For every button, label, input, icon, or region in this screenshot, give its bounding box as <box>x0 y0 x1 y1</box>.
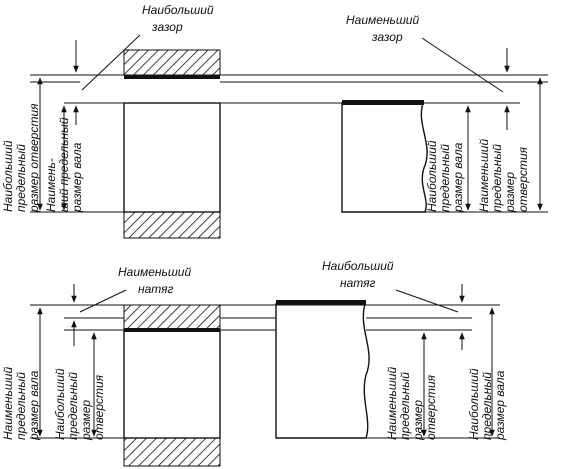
svg-text:предельный: предельный <box>66 372 80 440</box>
svg-text:предельный: предельный <box>438 144 452 212</box>
svg-text:предельный: предельный <box>14 372 28 440</box>
svg-text:размер вала: размер вала <box>27 370 41 441</box>
svg-text:Наибольший: Наибольший <box>1 140 15 212</box>
svg-text:предельный: предельный <box>398 372 412 440</box>
dim-hole-min-right: Наименьший предельный размер отверстия <box>477 139 530 213</box>
dim-shaft-min-left-2: Наименьший предельный размер вала <box>1 367 41 441</box>
svg-text:размер вала: размер вала <box>70 142 84 213</box>
dim-shaft-max-right-2: Наибольший предельный размер вала <box>467 368 507 441</box>
svg-text:отверстия: отверстия <box>424 374 438 440</box>
shaft-tolerance-band <box>342 100 424 105</box>
hole-wall-bottom-2 <box>123 437 221 467</box>
svg-text:Наимень-: Наимень- <box>44 158 58 212</box>
interference-fit: Наименьший натяг Наибольший натяг Наимен… <box>1 259 507 467</box>
clearance-fit: Наибольший зазор Наименьший зазор Наибол… <box>1 3 548 239</box>
svg-text:Наименьший: Наименьший <box>385 367 399 440</box>
label-largest-interference: Наибольший натяг <box>322 259 397 290</box>
svg-text:размер вала: размер вала <box>493 370 507 441</box>
svg-text:предельный: предельный <box>14 144 28 212</box>
svg-text:размер: размер <box>411 400 425 441</box>
svg-text:предельный: предельный <box>480 372 494 440</box>
shaft-band-2 <box>276 300 366 305</box>
label-smallest-interference: Наименьший натяг <box>118 265 194 296</box>
svg-text:размер: размер <box>79 400 93 441</box>
dim-hole-max-left-2: Наибольший предельный размер отверстия <box>53 368 106 441</box>
svg-text:Наименьший: Наименьший <box>1 367 15 440</box>
label-largest-clearance: Наибольший зазор <box>142 3 217 34</box>
svg-text:отверстия: отверстия <box>516 146 530 212</box>
label-smallest-clearance: Наименьший зазор <box>346 13 422 44</box>
shaft-left <box>123 102 221 213</box>
shaft-right-2 <box>275 303 370 439</box>
svg-text:размер вала: размер вала <box>451 142 465 213</box>
hole-wall-top <box>123 49 221 76</box>
svg-text:предельный: предельный <box>490 144 504 212</box>
dim-shaft-min-left: Наимень- ший предельный размер вала <box>44 117 84 213</box>
hole-wall-top-2 <box>123 304 221 331</box>
dim-hole-max-left: Наибольший предельный размер отверстия <box>1 103 41 213</box>
dim-hole-min-right-2: Наименьший предельный размер отверстия <box>385 367 438 441</box>
svg-text:отверстия: отверстия <box>92 374 106 440</box>
dim-shaft-max-right: Наибольший предельный размер вала <box>425 140 465 213</box>
svg-text:размер отверстия: размер отверстия <box>27 103 41 213</box>
svg-text:Наибольший: Наибольший <box>467 368 481 440</box>
svg-text:размер: размер <box>503 172 517 213</box>
hole-tolerance-band <box>124 75 220 79</box>
svg-text:Наибольший: Наибольший <box>53 368 67 440</box>
svg-text:ший предельный: ший предельный <box>57 117 71 212</box>
hole-band-2 <box>124 328 220 332</box>
svg-text:Наибольший: Наибольший <box>425 140 439 212</box>
svg-text:Наименьший: Наименьший <box>477 139 491 212</box>
hole-wall-bottom <box>123 211 221 239</box>
shaft-right <box>341 102 428 213</box>
shaft-left-2 <box>123 329 221 439</box>
